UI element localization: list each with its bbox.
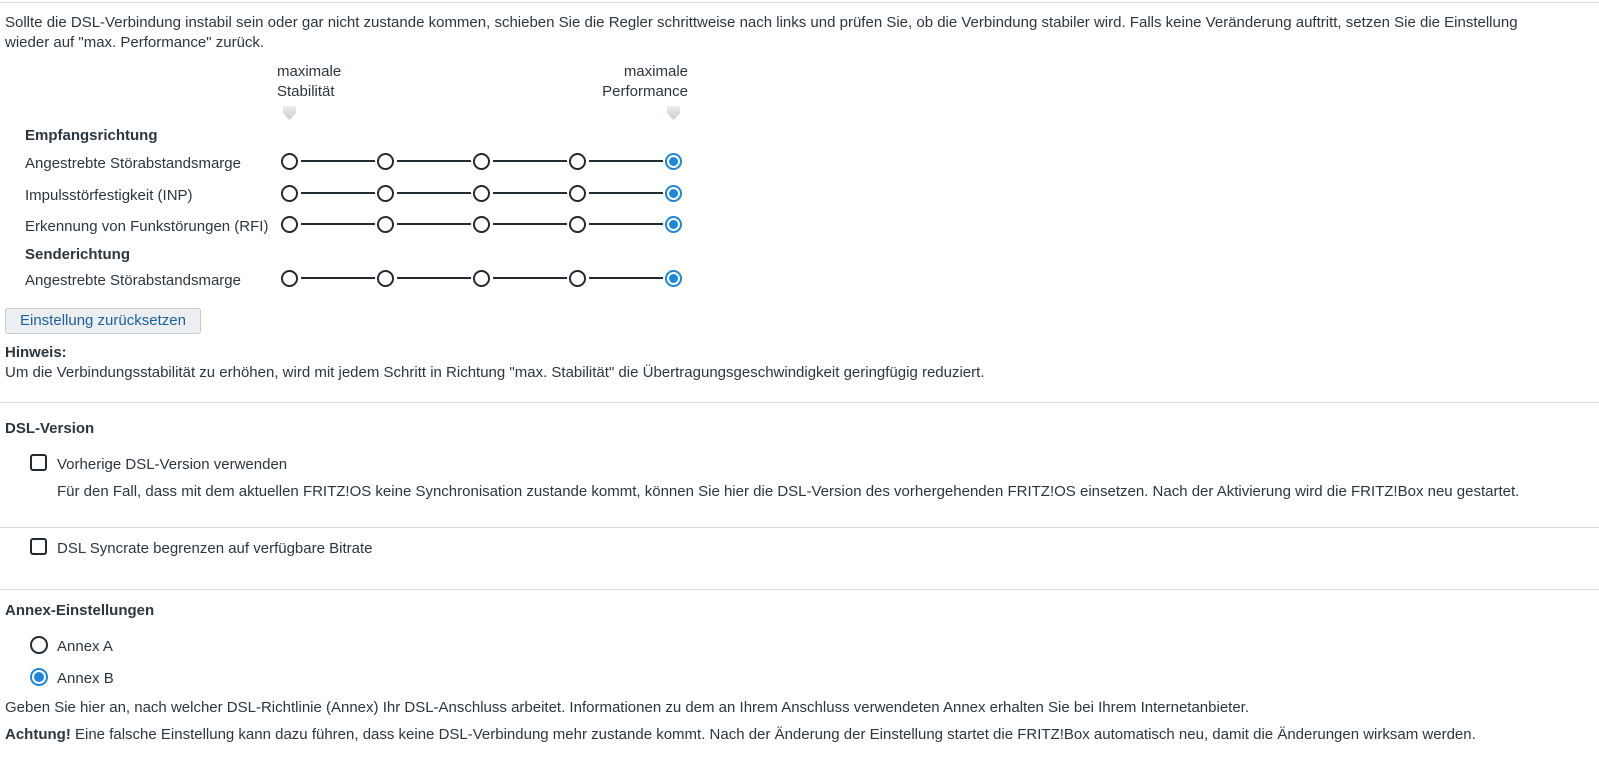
slider-track (589, 277, 663, 279)
hinweis-text: Um die Verbindungsstabilität zu erhöhen,… (5, 364, 985, 381)
previous-dsl-version-checkbox[interactable] (30, 454, 47, 471)
dsl-version-description: Für den Fall, dass mit dem aktuellen FRI… (57, 483, 1520, 500)
scale-marker-stability-icon (283, 106, 296, 120)
slider-track (589, 223, 663, 225)
slider-track (397, 277, 471, 279)
slider-step-radio[interactable] (377, 153, 394, 170)
slider-row-label: Angestrebte Störabstandsmarge (25, 272, 241, 289)
slider-step-radio[interactable] (281, 270, 298, 287)
slider-step-radio-selected[interactable] (665, 270, 682, 287)
group-title-senderichtung: Senderichtung (25, 246, 131, 263)
slider-stoerabstandsmarge-rx (281, 153, 683, 170)
slider-track (301, 223, 375, 225)
slider-step-radio-selected[interactable] (665, 216, 682, 233)
slider-track (397, 223, 471, 225)
annex-b-radio-selected[interactable] (30, 668, 48, 686)
slider-step-radio[interactable] (569, 185, 586, 202)
slider-track (301, 192, 375, 194)
slider-inp (281, 185, 683, 202)
annex-warning-label: Achtung! (5, 726, 71, 743)
scale-label-performance: maximale Performance (602, 63, 688, 100)
slider-step-radio[interactable] (281, 153, 298, 170)
annex-warning: Achtung! Eine falsche Einstellung kann d… (5, 725, 1585, 745)
slider-rfi (281, 216, 683, 233)
slider-track (301, 160, 375, 162)
slider-track (397, 160, 471, 162)
slider-row-label: Erkennung von Funkstörungen (RFI) (25, 218, 269, 235)
slider-step-radio[interactable] (377, 270, 394, 287)
syncrate-limit-label[interactable]: DSL Syncrate begrenzen auf verfügbare Bi… (57, 540, 373, 557)
slider-step-radio[interactable] (569, 153, 586, 170)
annex-b-label[interactable]: Annex B (57, 670, 114, 687)
reset-settings-button[interactable]: Einstellung zurücksetzen (5, 308, 201, 334)
slider-step-radio[interactable] (377, 185, 394, 202)
slider-step-radio[interactable] (569, 216, 586, 233)
slider-step-radio[interactable] (281, 185, 298, 202)
slider-step-radio-selected[interactable] (665, 153, 682, 170)
group-title-empfangsrichtung: Empfangsrichtung (25, 127, 158, 144)
slider-step-radio-selected[interactable] (665, 185, 682, 202)
intro-text: Sollte die DSL-Verbindung instabil sein … (5, 14, 1518, 51)
slider-track (301, 277, 375, 279)
slider-row-label: Impulsstörfestigkeit (INP) (25, 187, 193, 204)
slider-track (493, 160, 567, 162)
annex-description: Geben Sie hier an, nach welcher DSL-Rich… (5, 699, 1250, 716)
slider-step-radio[interactable] (473, 185, 490, 202)
annex-warning-text: Eine falsche Einstellung kann dazu führe… (75, 726, 1476, 743)
hinweis-title: Hinweis: (5, 344, 67, 361)
slider-step-radio[interactable] (473, 270, 490, 287)
slider-step-radio[interactable] (473, 216, 490, 233)
slider-step-radio[interactable] (281, 216, 298, 233)
annex-a-label[interactable]: Annex A (57, 638, 113, 655)
slider-track (493, 277, 567, 279)
annex-a-radio[interactable] (30, 636, 48, 654)
slider-step-radio[interactable] (377, 216, 394, 233)
annex-title: Annex-Einstellungen (5, 602, 155, 619)
slider-stoerabstandsmarge-tx (281, 270, 683, 287)
syncrate-limit-checkbox[interactable] (30, 538, 47, 555)
section-divider (0, 589, 1599, 590)
slider-track (493, 223, 567, 225)
slider-step-radio[interactable] (569, 270, 586, 287)
slider-track (493, 192, 567, 194)
dsl-version-title: DSL-Version (5, 420, 95, 437)
slider-track (397, 192, 471, 194)
scale-label-stability: maximale Stabilität (277, 63, 342, 100)
top-divider (0, 2, 1599, 3)
scale-marker-performance-icon (667, 106, 680, 120)
slider-step-radio[interactable] (473, 153, 490, 170)
section-divider (0, 527, 1599, 528)
slider-row-label: Angestrebte Störabstandsmarge (25, 155, 241, 172)
previous-dsl-version-label[interactable]: Vorherige DSL-Version verwenden (57, 456, 288, 473)
slider-track (589, 192, 663, 194)
slider-track (589, 160, 663, 162)
section-divider (0, 402, 1599, 403)
